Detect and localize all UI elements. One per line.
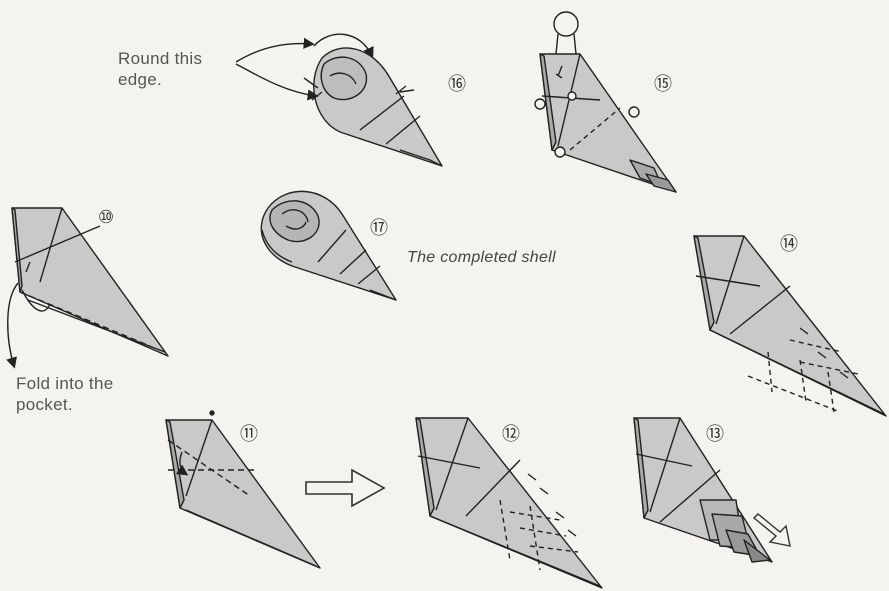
step-13-number: ⑬ (706, 424, 724, 445)
step-14-number: ⑭ (780, 234, 798, 255)
step-17-figure (261, 191, 396, 300)
step-10-figure (8, 208, 168, 366)
step-16-number: ⑯ (448, 74, 466, 95)
step-15-number: ⑮ (654, 74, 672, 95)
step-16-figure (304, 48, 442, 166)
step-11-number: ⑪ (240, 424, 258, 445)
step-13-figure (634, 418, 772, 562)
step-14-figure (694, 236, 886, 416)
arrow-right-outline-icon (306, 470, 384, 506)
step-17-number: ⑰ (370, 218, 388, 239)
step-12-number: ⑫ (502, 424, 520, 445)
step-10-number: ⑩ (98, 207, 114, 228)
step-15-figure (535, 12, 676, 192)
